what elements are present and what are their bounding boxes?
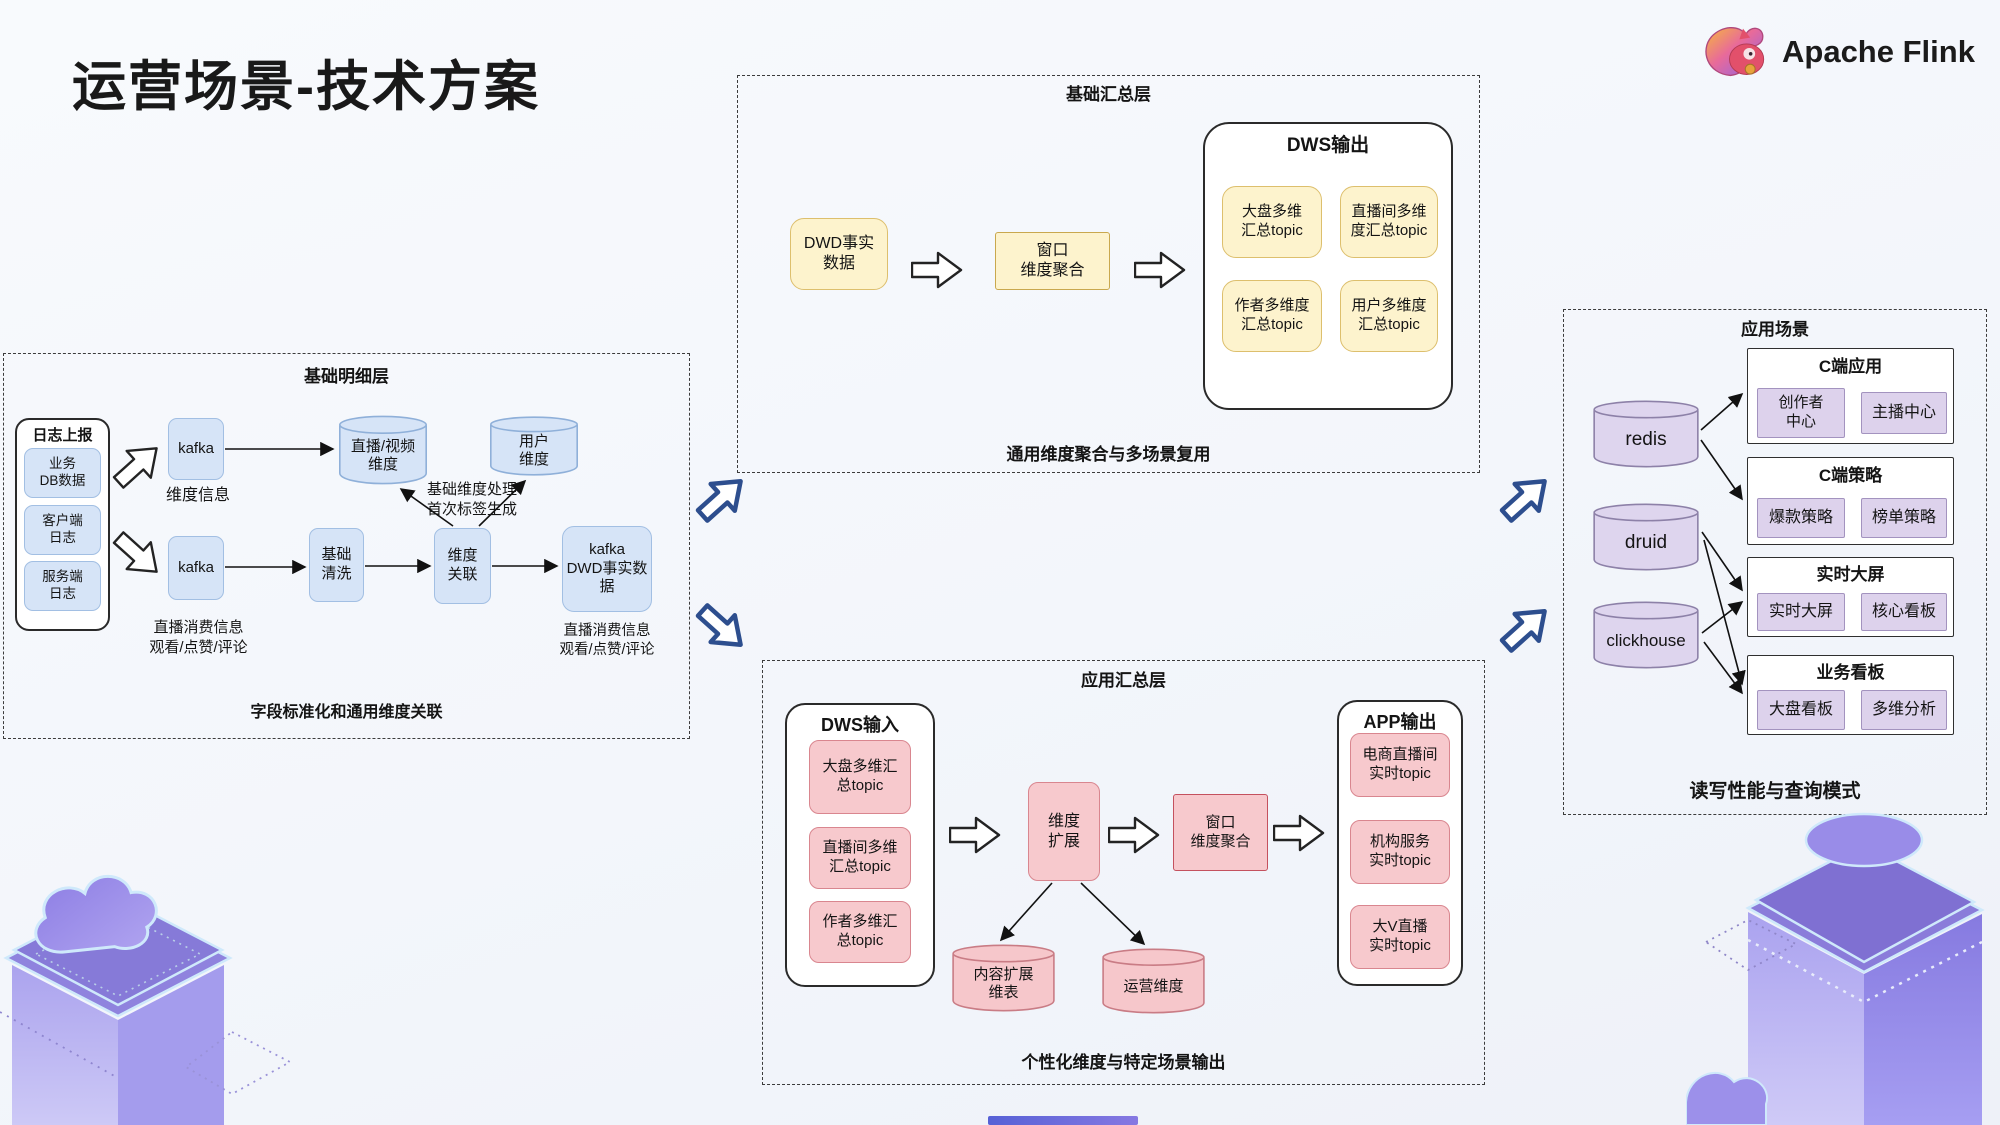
app-output-title: APP输出 [1363, 712, 1437, 732]
window-agg-node: 窗口 维度聚合 [995, 232, 1110, 290]
dws-input-topic: 大盘多维汇 总topic [809, 740, 911, 814]
app-scene-caption: 读写性能与查询模式 [1689, 781, 1861, 802]
dim-join-node: 维度 关联 [434, 528, 491, 604]
decoration-cloud-platform [0, 875, 292, 1125]
app-scene-layer-label: 应用场景 [1741, 320, 1809, 339]
live-video-dim-cylinder: 直播/视频 维度 [338, 415, 428, 485]
kafka-consume-node: kafka [168, 536, 224, 600]
group-c-app-title: C端应用 [1818, 357, 1883, 376]
section-link-arrow-icon [1499, 609, 1547, 653]
flink-squirrel-icon [1705, 27, 1765, 77]
app-agg-layer-label: 应用汇总层 [1081, 671, 1166, 690]
section-base-agg-layer [737, 75, 1480, 473]
dws-topic: 作者多维度 汇总topic [1222, 280, 1322, 352]
dwd-consume-info-label: 直播消费信息 观看/点赞/评论 [559, 623, 655, 658]
dws-topic: 大盘多维 汇总topic [1222, 186, 1322, 258]
section-link-arrow-icon [695, 603, 743, 647]
source-client-log: 客户端 日志 [24, 505, 101, 555]
scene-item: 大盘看板 [1757, 690, 1845, 730]
base-agg-caption: 通用维度聚合与多场景复用 [1006, 445, 1211, 464]
dws-input-topic: 作者多维汇 总topic [809, 901, 911, 963]
process-note: 基础维度处理 首次标签生成 [426, 481, 517, 518]
flow-arrow-icon [1134, 251, 1186, 289]
base-clean-node: 基础 清洗 [309, 528, 364, 602]
user-dim-label: 用户 维度 [518, 433, 549, 469]
dws-input-title: DWS输入 [821, 715, 899, 735]
druid-label: druid [1624, 531, 1668, 553]
section-link-arrow-icon [695, 479, 743, 523]
scene-item: 主播中心 [1861, 392, 1947, 434]
content-dim-label: 内容扩展 维表 [973, 966, 1034, 1002]
flow-arrow-icon [1108, 816, 1160, 854]
detail-layer-label: 基础明细层 [304, 367, 389, 386]
dws-topic: 用户多维度 汇总topic [1340, 280, 1438, 352]
flow-arrow-icon [1273, 814, 1325, 852]
app-output-topic: 机构服务 实时topic [1350, 820, 1450, 884]
app-output-topic: 电商直播间 实时topic [1350, 733, 1450, 797]
op-dim-cylinder: 运营维度 [1101, 948, 1206, 1014]
source-business-db: 业务 DB数据 [24, 448, 101, 498]
druid-cylinder: druid [1592, 503, 1700, 571]
section-app-agg-layer [762, 660, 1485, 1085]
base-agg-layer-label: 基础汇总层 [1066, 85, 1151, 104]
window-agg2-node: 窗口 维度聚合 [1173, 794, 1268, 871]
content-dim-cylinder: 内容扩展 维表 [951, 944, 1056, 1012]
section-app-scene-layer [1563, 309, 1987, 815]
scene-item: 爆款策略 [1757, 498, 1845, 538]
app-output-topic: 大V直播 实时topic [1350, 905, 1450, 969]
group-realtime-screen-title: 实时大屏 [1816, 565, 1885, 584]
consume-info-label: 直播消费信息 观看/点赞/评论 [149, 619, 248, 656]
clickhouse-cylinder: clickhouse [1592, 601, 1700, 669]
brand-name: Apache Flink [1782, 34, 1975, 69]
redis-label: redis [1625, 428, 1667, 450]
clickhouse-label: clickhouse [1606, 630, 1686, 650]
scene-item: 创作者 中心 [1757, 388, 1845, 438]
dim-info-label: 维度信息 [165, 487, 230, 504]
live-video-dim-label: 直播/视频 维度 [350, 438, 416, 474]
redis-cylinder: redis [1592, 400, 1700, 468]
flow-arrow-icon [949, 816, 1001, 854]
decoration-tower [1686, 812, 1985, 1125]
group-c-strategy-title: C端策略 [1818, 466, 1883, 485]
section-link-arrow-icon [1499, 479, 1547, 523]
scene-item: 榜单策略 [1861, 498, 1947, 538]
flow-arrow-up-icon [112, 447, 158, 489]
user-dim-cylinder: 用户 维度 [489, 416, 579, 476]
kafka-dwd-node: kafka DWD事实数 据 [562, 526, 652, 612]
dws-output-container [1203, 122, 1453, 410]
source-server-log: 服务端 日志 [24, 561, 101, 611]
flow-arrow-icon [911, 251, 963, 289]
decoration-strip [988, 1116, 1138, 1125]
dwd-fact-node: DWD事实 数据 [790, 218, 888, 290]
page-title: 运营场景-技术方案 [72, 57, 540, 117]
kafka-dim-node: kafka [168, 418, 224, 480]
detail-layer-caption: 字段标准化和通用维度关联 [250, 704, 443, 721]
log-report-title: 日志上报 [32, 427, 93, 444]
flink-brand: Apache Flink [1698, 16, 1975, 88]
op-dim-label: 运营维度 [1123, 977, 1184, 995]
scene-item: 核心看板 [1861, 593, 1947, 631]
group-biz-board-title: 业务看板 [1816, 663, 1885, 682]
section-detail-layer [3, 353, 690, 739]
dws-topic: 直播间多维 度汇总topic [1340, 186, 1438, 258]
scene-item: 多维分析 [1861, 690, 1947, 730]
app-agg-caption: 个性化维度与特定场景输出 [1021, 1053, 1226, 1072]
dim-extend-node: 维度 扩展 [1028, 782, 1100, 881]
scene-item: 实时大屏 [1757, 593, 1845, 631]
flow-arrow-down-icon [112, 531, 158, 573]
dws-output-title: DWS输出 [1286, 135, 1370, 156]
dws-input-topic: 直播间多维 汇总topic [809, 827, 911, 889]
